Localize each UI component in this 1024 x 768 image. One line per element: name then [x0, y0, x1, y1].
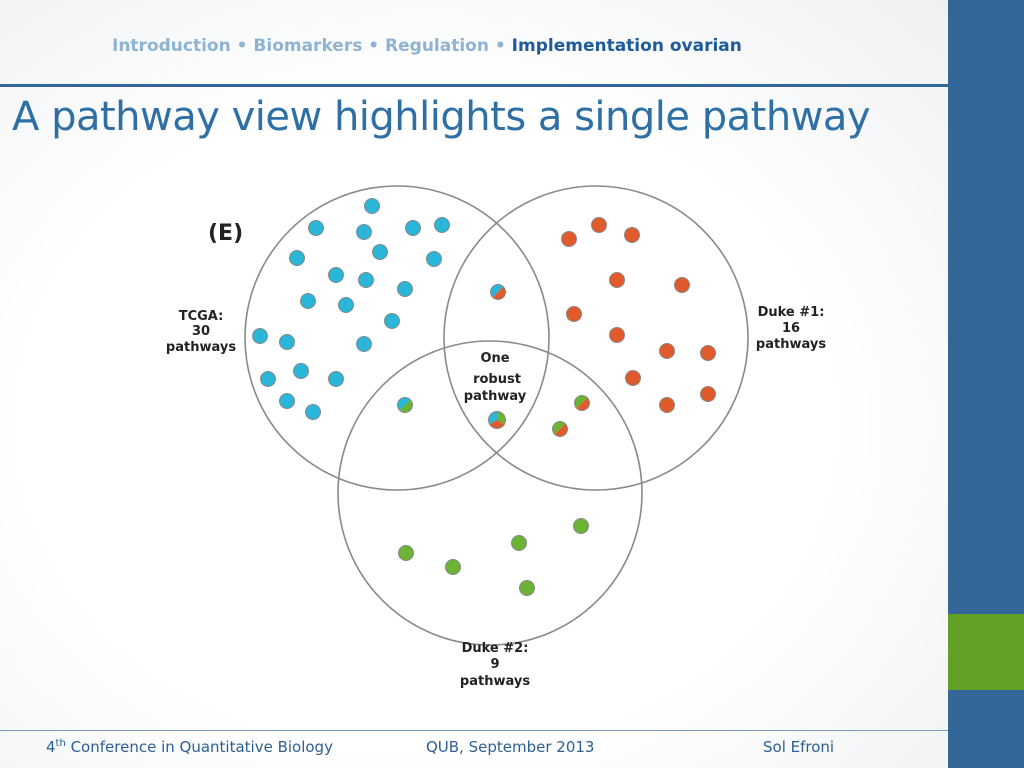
duke1-duke2-shared-dot [552, 421, 568, 437]
tcga-pathway-dot [279, 334, 295, 350]
nav-item-introduction[interactable]: Introduction [112, 36, 231, 56]
center-label-line2: robust [473, 372, 521, 387]
nav-item-biomarkers[interactable]: Biomarkers [253, 36, 363, 56]
tcga-pathway-dot [328, 267, 344, 283]
tcga-pathway-dot [372, 244, 388, 260]
tcga-pathway-dot [328, 371, 344, 387]
tcga-pathway-dot [293, 363, 309, 379]
duke1-pathway-dot [609, 272, 625, 288]
nav-item-regulation[interactable]: Regulation [385, 36, 489, 56]
center-label-line3: pathway [464, 389, 527, 404]
tcga-pathway-dot [364, 198, 380, 214]
tcga-pathway-dot [426, 251, 442, 267]
duke1-pathway-dot [700, 345, 716, 361]
pathway-dots [252, 198, 716, 596]
duke1-pathway-dot [609, 327, 625, 343]
duke1-pathway-dot [659, 397, 675, 413]
tcga-duke2-shared-dot [397, 397, 413, 413]
duke2-pathway-dot [445, 559, 461, 575]
footer-conference-number: 4 [46, 738, 56, 756]
duke2-label-count: 9 [490, 657, 499, 672]
nav-item-current[interactable]: Implementation ovarian [511, 36, 742, 56]
tcga-label-unit: pathways [166, 340, 236, 355]
footer-author: Sol Efroni [763, 738, 835, 756]
footer-venue: QUB, September 2013 [426, 738, 595, 756]
nav-separator: • [362, 36, 386, 56]
breadcrumb-nav: Introduction • Biomarkers • Regulation •… [112, 36, 742, 56]
nav-separator: • [488, 36, 512, 56]
header-rule [0, 84, 948, 87]
tcga-pathway-dot [434, 217, 450, 233]
duke1-pathway-dot [674, 277, 690, 293]
duke2-label-name: Duke #2: [462, 641, 529, 656]
duke1-label-count: 16 [782, 321, 800, 336]
slide-title: A pathway view highlights a single pathw… [12, 94, 871, 140]
robust-pathway-dot [488, 411, 506, 429]
duke2-pathway-dot [511, 535, 527, 551]
tcga-pathway-dot [305, 404, 321, 420]
tcga-duke1-shared-dot [490, 284, 506, 300]
duke1-label-unit: pathways [756, 337, 826, 352]
duke2-set-circle [337, 340, 643, 646]
tcga-pathway-dot [356, 224, 372, 240]
tcga-pathway-dot [308, 220, 324, 236]
tcga-pathway-dot [384, 313, 400, 329]
duke1-label-name: Duke #1: [758, 305, 825, 320]
tcga-pathway-dot [356, 336, 372, 352]
tcga-label-count: 30 [192, 324, 210, 339]
panel-label: (E) [208, 221, 243, 246]
tcga-pathway-dot [289, 250, 305, 266]
duke1-duke2-shared-dot [574, 395, 590, 411]
duke2-label-unit: pathways [460, 674, 530, 689]
tcga-pathway-dot [397, 281, 413, 297]
duke2-pathway-dot [398, 545, 414, 561]
duke1-pathway-dot [624, 227, 640, 243]
duke1-set-circle [443, 185, 749, 491]
tcga-pathway-dot [279, 393, 295, 409]
tcga-set-circle [244, 185, 550, 491]
tcga-pathway-dot [260, 371, 276, 387]
tcga-pathway-dot [252, 328, 268, 344]
duke1-pathway-dot [700, 386, 716, 402]
tcga-pathway-dot [338, 297, 354, 313]
duke1-pathway-dot [566, 306, 582, 322]
duke2-pathway-dot [519, 580, 535, 596]
tcga-pathway-dot [358, 272, 374, 288]
tcga-pathway-dot [300, 293, 316, 309]
side-accent-block [948, 614, 1024, 690]
footer-conference-text: Conference in Quantitative Biology [65, 738, 333, 756]
tcga-pathway-dot [405, 220, 421, 236]
duke1-pathway-dot [561, 231, 577, 247]
footer-conference: 4th Conference in Quantitative Biology [46, 738, 333, 756]
duke1-pathway-dot [625, 370, 641, 386]
venn-diagram: (E) TCGA: 30 pathways Duke #1: 16 pathwa… [166, 185, 826, 689]
footer-rule [0, 730, 948, 731]
duke2-pathway-dot [573, 518, 589, 534]
tcga-label-name: TCGA: [179, 309, 224, 324]
duke1-pathway-dot [591, 217, 607, 233]
center-label-line1: One [480, 351, 509, 366]
duke1-pathway-dot [659, 343, 675, 359]
slide-background [0, 0, 948, 768]
footer-conference-sup: th [55, 738, 66, 749]
nav-separator: • [230, 36, 254, 56]
